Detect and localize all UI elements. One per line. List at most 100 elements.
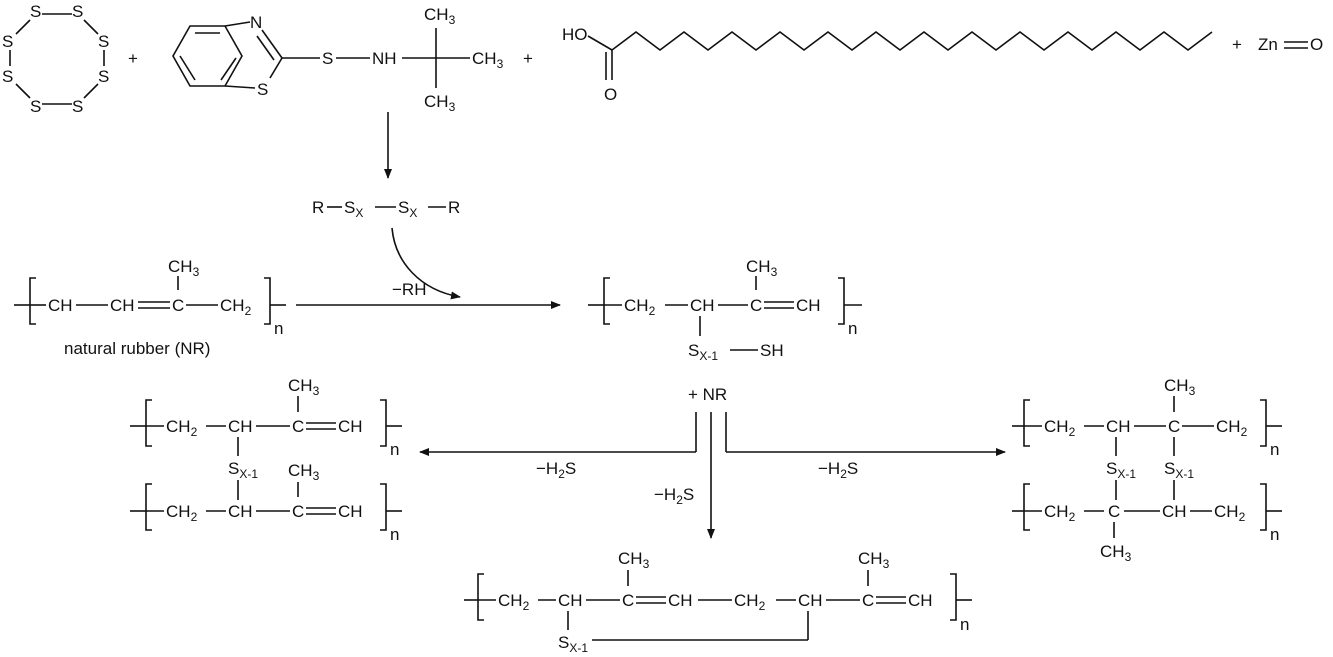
s-label: S [1106, 459, 1117, 478]
subscript: X-1 [239, 467, 258, 481]
methyl-label: CH [288, 461, 313, 480]
methyl-label: CH [288, 376, 313, 395]
subscript: X [409, 206, 417, 220]
crosslink-product-left: CH2 CH C CH3 CH n SX-1 CH2 CH C CH3 CH n [130, 376, 402, 544]
subscript: X [355, 206, 363, 220]
svg-text:CH3: CH3 [1164, 376, 1196, 398]
natural-rubber-unit: CH CH C CH3 CH2 n natural rubber (NR) [14, 257, 286, 358]
methyl-label: CH [618, 549, 643, 568]
svg-text:SX-1: SX-1 [688, 341, 718, 363]
svg-text:CH3: CH3 [746, 257, 778, 279]
zn-label: Zn [1258, 35, 1278, 54]
curved-arrow [391, 227, 461, 300]
svg-text:CH2: CH2 [734, 591, 766, 613]
thiazole-n: N [250, 13, 262, 32]
thiazole-s: S [257, 80, 268, 99]
cyclic-sulfide-product: CH2 CH C CH3 CH CH2 CH C CH3 CH n SX-1 [464, 549, 972, 655]
subscript: 3 [883, 557, 890, 571]
tbbs-molecule: N S S NH CH3 CH3 CH3 [172, 5, 504, 114]
zinc-oxide: Zn O [1258, 35, 1323, 54]
svg-text:CH3: CH3 [288, 461, 320, 483]
plus-sign: + [128, 49, 138, 68]
subscript: 2 [1239, 510, 1246, 524]
ch2-label: CH [734, 591, 759, 610]
ch2-label: CH [166, 502, 191, 521]
c-label: C [1168, 417, 1180, 436]
svg-text:SX: SX [398, 198, 417, 220]
subscript: 3 [1125, 550, 1132, 564]
svg-text:−H2S: −H2S [536, 459, 576, 481]
svg-text:SX: SX [344, 198, 363, 220]
svg-text:CH2: CH2 [498, 591, 530, 613]
h2s-label: S [847, 459, 858, 478]
svg-text:CH3: CH3 [1100, 542, 1132, 564]
s8-atom: S [2, 67, 13, 86]
c-label: C [292, 417, 304, 436]
subscript: 3 [449, 13, 456, 27]
subscript: 2 [1241, 425, 1248, 439]
carbonyl-o: O [604, 85, 617, 104]
svg-text:SX-1: SX-1 [558, 633, 588, 655]
svg-text:−H2S: −H2S [818, 459, 858, 481]
subscript: 2 [1069, 510, 1076, 524]
s-label: S [344, 198, 355, 217]
h2s-label: −H [654, 485, 676, 504]
svg-text:CH2: CH2 [1044, 502, 1076, 524]
s8-atom: S [30, 97, 41, 116]
s8-atom: S [72, 2, 83, 21]
repeat-n: n [1270, 440, 1279, 459]
polysulfide-intermediate: R SX SX R [312, 198, 460, 220]
subscript: 2 [840, 467, 847, 481]
stearic-acid: HO O [562, 25, 1213, 104]
svg-text:CH2: CH2 [220, 296, 252, 318]
h2s-label: −H [536, 459, 558, 478]
methyl-label: CH [424, 5, 449, 24]
c-label: C [622, 591, 634, 610]
ch2-label: CH [1214, 502, 1239, 521]
methyl-label: CH [746, 257, 771, 276]
methyl-label: CH [168, 257, 193, 276]
svg-text:SX-1: SX-1 [1164, 459, 1194, 481]
ch-label: CH [110, 296, 135, 315]
s-label: S [688, 341, 699, 360]
h2s-label: S [565, 459, 576, 478]
subscript: 2 [191, 425, 198, 439]
s8-atom: S [98, 67, 109, 86]
svg-text:CH3: CH3 [618, 549, 650, 571]
subscript: 2 [676, 493, 683, 507]
c-label: C [750, 296, 762, 315]
ch-label: CH [668, 591, 693, 610]
pendant-sulfur-rubber: CH2 CH C CH3 CH n SX-1 SH [588, 257, 862, 363]
svg-text:−H2S: −H2S [654, 485, 694, 507]
subscript: 3 [643, 557, 650, 571]
s-label: S [398, 198, 409, 217]
ch2-label: CH [624, 296, 649, 315]
ch-label: CH [338, 417, 363, 436]
natural-rubber-caption: natural rubber (NR) [64, 339, 210, 358]
svg-text:CH2: CH2 [166, 502, 198, 524]
nh-group: NH [372, 49, 397, 68]
sulfenamide-s: S [322, 49, 333, 68]
ch-label: CH [690, 296, 715, 315]
ch-label: CH [796, 296, 821, 315]
methyl-label: CH [1100, 542, 1125, 561]
ch-label: CH [338, 502, 363, 521]
s8-atom: S [2, 32, 13, 51]
h2s-label: −H [818, 459, 840, 478]
svg-text:CH2: CH2 [1044, 417, 1076, 439]
ch2-label: CH [220, 296, 245, 315]
svg-text:CH3: CH3 [424, 5, 456, 27]
svg-text:CH3: CH3 [424, 92, 456, 114]
subscript: 2 [1069, 425, 1076, 439]
sulfur-s8-ring: S S S S S S S S [2, 2, 109, 116]
subscript: 2 [245, 304, 252, 318]
ch-label: CH [908, 591, 933, 610]
subscript: 3 [193, 265, 200, 279]
ch2-label: CH [1044, 417, 1069, 436]
c-label: C [1108, 502, 1120, 521]
minus-rh-label: −RH [392, 280, 426, 299]
svg-text:CH2: CH2 [1216, 417, 1248, 439]
ch2-label: CH [498, 591, 523, 610]
